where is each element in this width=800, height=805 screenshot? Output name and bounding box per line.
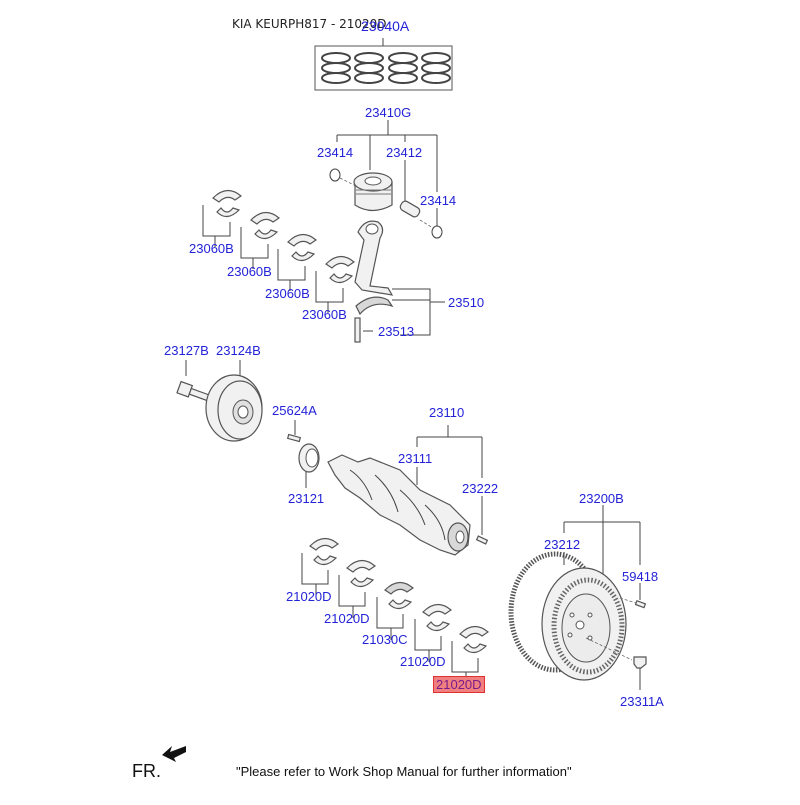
- part-label-21020D-4[interactable]: 21020D: [400, 654, 446, 669]
- part-label-25624A[interactable]: 25624A: [272, 403, 317, 418]
- part-label-23200B[interactable]: 23200B: [579, 491, 624, 506]
- part-label-23040A[interactable]: 23040A: [361, 18, 410, 34]
- part-label-59418[interactable]: 59418: [622, 569, 659, 584]
- conrod-bearings-drawing: [202, 189, 355, 313]
- workshop-manual-note: "Please refer to Work Shop Manual for fu…: [236, 764, 572, 779]
- part-label-21020D-selected[interactable]: 21020D: [433, 676, 485, 693]
- part-label-23414-left[interactable]: 23414: [317, 145, 354, 160]
- diagram-title: KIA KEURPH817 - 21020D: [232, 17, 387, 31]
- main-bearings-drawing: [301, 537, 489, 678]
- part-label-23110[interactable]: 23110: [429, 405, 465, 420]
- crankshaft-drawing: [327, 425, 489, 556]
- part-label-23060B-4[interactable]: 23060B: [302, 307, 347, 322]
- part-label-21020D-2[interactable]: 21020D: [324, 611, 370, 626]
- part-label-23414-right[interactable]: 23414: [420, 193, 457, 208]
- flywheel-drawing: [508, 505, 647, 690]
- part-label-23410G[interactable]: 23410G: [365, 105, 412, 120]
- part-label-23510[interactable]: 23510: [448, 295, 485, 310]
- part-label-23124B[interactable]: 23124B: [216, 343, 261, 358]
- part-label-23060B-3[interactable]: 23060B: [265, 286, 310, 301]
- part-label-23222[interactable]: 23222: [462, 481, 499, 496]
- front-direction-arrow-icon: [162, 746, 186, 762]
- part-label-23127B[interactable]: 23127B: [164, 343, 209, 358]
- part-label-21030C[interactable]: 21030C: [362, 632, 408, 647]
- part-label-23111[interactable]: 23111: [398, 451, 433, 466]
- part-label-23060B-2[interactable]: 23060B: [227, 264, 272, 279]
- piston-assy-leaders: [336, 120, 438, 226]
- front-direction-label: FR.: [132, 761, 161, 781]
- part-label-23513[interactable]: 23513: [378, 324, 415, 339]
- part-label-21020D-1[interactable]: 21020D: [286, 589, 332, 604]
- damper-pulley-drawing: [176, 360, 263, 442]
- part-label-23311A[interactable]: 23311A: [620, 694, 664, 709]
- part-label-23212[interactable]: 23212: [544, 537, 581, 552]
- part-label-23121[interactable]: 23121: [288, 491, 325, 506]
- piston-drawing: [329, 168, 443, 239]
- part-label-23412[interactable]: 23412: [386, 145, 423, 160]
- connecting-rod-drawing: [354, 220, 445, 343]
- part-label-23060B-1[interactable]: 23060B: [189, 241, 234, 256]
- sprocket-drawing: [286, 420, 320, 488]
- piston-ring-set-drawing: [314, 38, 453, 91]
